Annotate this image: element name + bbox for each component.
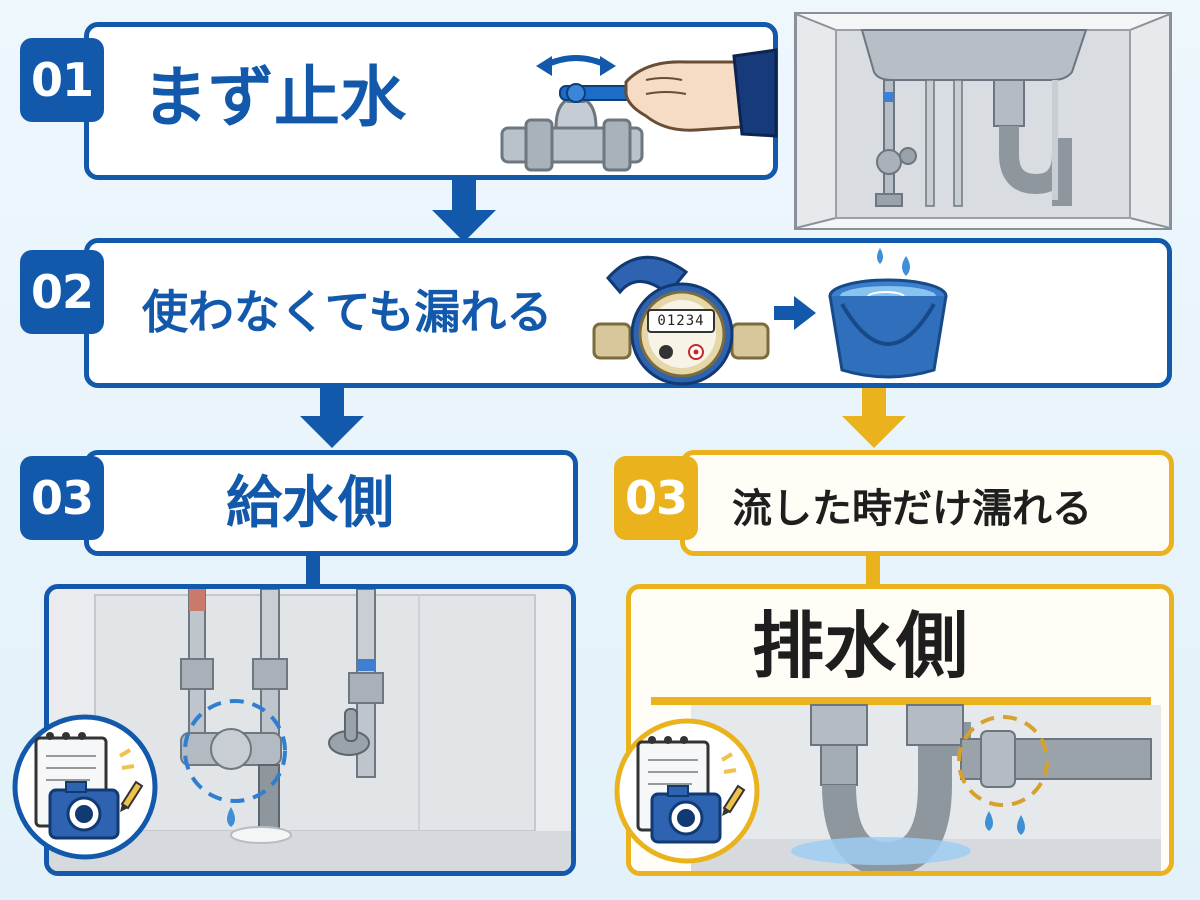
drain-pipes-photo — [626, 584, 1174, 876]
arrow-01-to-02 — [432, 180, 496, 242]
step-03-drain-badge: 03 — [614, 456, 698, 540]
memo-camera-icon-drain — [614, 718, 760, 864]
step-03-drain-box — [680, 450, 1174, 556]
arrow-02-to-03-drain — [842, 388, 906, 448]
arrow-02-to-03-supply — [300, 388, 364, 448]
meter-reading: 01234 — [657, 313, 705, 329]
water-meter-icon — [592, 256, 770, 386]
arrow-meter-to-bucket — [774, 296, 816, 330]
supply-connector — [306, 556, 320, 588]
water-bucket-icon — [828, 248, 948, 379]
step-03-supply-title: 給水側 — [226, 471, 394, 536]
step-01-title: まず止水 — [142, 59, 406, 136]
step-02-title: 使わなくても漏れる — [142, 285, 553, 339]
under-sink-cabinet-photo — [794, 12, 1172, 230]
step-03-drain-title: 流した時だけ濡れる — [732, 486, 1092, 532]
step-03-supply-box — [84, 450, 578, 556]
drain-connector — [866, 556, 880, 588]
step-03-supply-badge: 03 — [20, 456, 104, 540]
step-01-badge: 01 — [20, 38, 104, 122]
under-sink-cabinet-icon — [795, 12, 1171, 230]
step-02-badge: 02 — [20, 250, 104, 334]
valve-with-hand-icon — [500, 48, 778, 172]
memo-camera-icon — [12, 714, 158, 860]
drain-side-label: 排水側 — [752, 604, 969, 688]
